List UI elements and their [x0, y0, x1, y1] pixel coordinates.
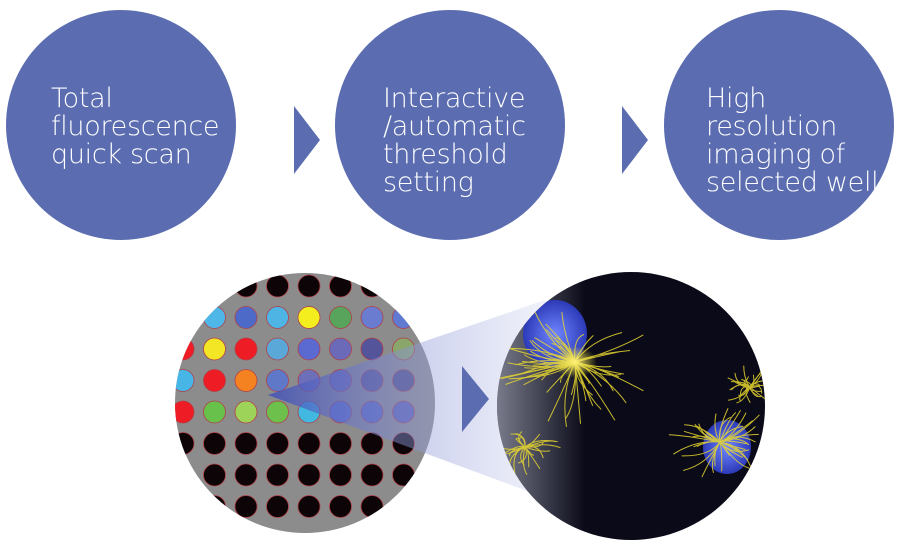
- step-label-quick-scan: Total fluorescence quick scan: [51, 83, 220, 170]
- step-circle-high-resolution: High resolution imaging of selected well…: [664, 10, 894, 240]
- well: [234, 495, 258, 518]
- well: [360, 463, 384, 487]
- well: [297, 432, 321, 455]
- well: [234, 369, 258, 392]
- arrow-right-icon: [622, 106, 648, 174]
- well: [266, 337, 289, 361]
- well: [297, 495, 321, 518]
- well: [329, 306, 352, 329]
- step-label-threshold: Interactive /automatic threshold setting: [383, 83, 526, 198]
- well: [266, 306, 289, 329]
- well: [234, 337, 258, 361]
- well: [266, 400, 289, 424]
- well: [266, 463, 289, 487]
- step-circle-quick-scan: Total fluorescence quick scan: [6, 10, 236, 240]
- well: [203, 337, 226, 361]
- well: [297, 274, 321, 298]
- well: [297, 306, 321, 329]
- well: [297, 337, 321, 361]
- arrow-right-icon: [294, 106, 320, 174]
- well: [234, 400, 258, 424]
- well: [234, 432, 258, 455]
- well: [297, 463, 321, 487]
- well: [266, 495, 289, 518]
- well: [329, 337, 352, 361]
- well: [234, 306, 258, 329]
- well: [203, 432, 226, 455]
- step-label-high-resolution: High resolution imaging of selected well…: [706, 83, 893, 198]
- arrow-right-icon: [462, 366, 489, 432]
- well: [266, 369, 289, 392]
- well: [175, 400, 195, 424]
- well: [329, 432, 352, 455]
- well: [203, 369, 226, 392]
- well: [203, 400, 226, 424]
- well: [329, 495, 352, 518]
- step-circle-threshold: Interactive /automatic threshold setting: [335, 10, 565, 240]
- fluorescent-cells-image: [497, 272, 765, 540]
- well: [203, 463, 226, 487]
- well: [234, 463, 258, 487]
- well: [266, 432, 289, 455]
- well: [329, 463, 352, 487]
- well: [360, 306, 384, 329]
